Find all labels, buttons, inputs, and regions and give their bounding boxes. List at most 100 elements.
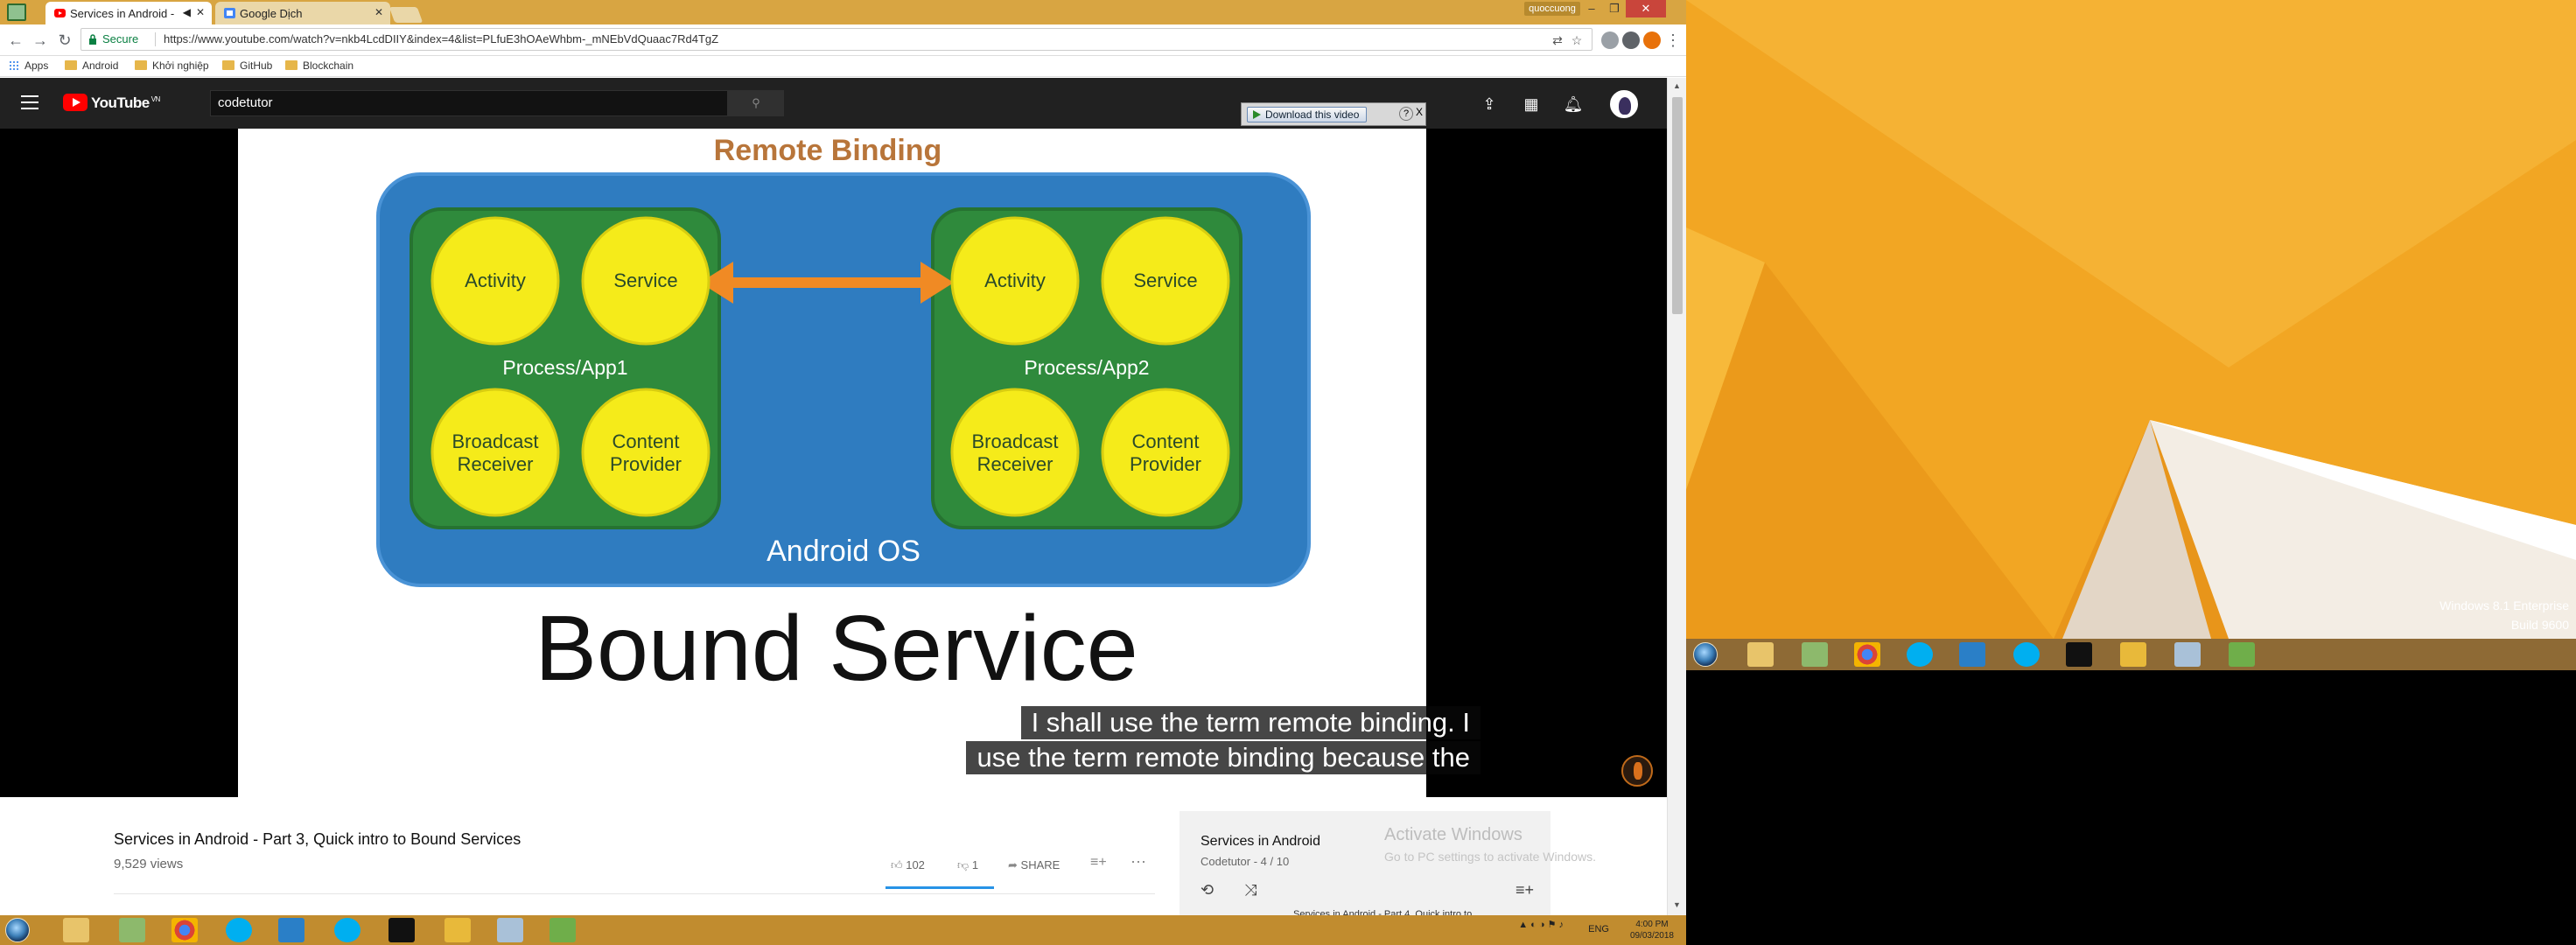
binding-arrow-right-head [920, 262, 954, 304]
extension-icon[interactable] [1622, 32, 1640, 49]
close-icon[interactable]: X [1416, 106, 1424, 118]
scroll-up-icon[interactable]: ▲ [1673, 81, 1681, 90]
bookmark-blockchain[interactable]: Blockchain [285, 60, 354, 72]
browser-toolbar: ← → ↻ Secure https://www.youtube.com/wat… [0, 24, 1686, 56]
android-device-icon[interactable] [550, 918, 576, 942]
search-button[interactable]: ⚲ [728, 90, 784, 116]
windows-start-icon[interactable] [5, 918, 30, 942]
bookmark-khoi-nghiep[interactable]: Khởi nghiệp [135, 60, 209, 72]
user-badge[interactable]: quoccuong [1524, 2, 1580, 16]
caption-line-2: use the term remote binding because the [966, 741, 1480, 774]
video-player[interactable]: Remote Binding [0, 129, 1667, 797]
close-icon[interactable]: ✕ [374, 6, 383, 18]
secure-label: Secure [102, 32, 139, 46]
browser-menu-icon[interactable]: ⋮ [1665, 32, 1681, 49]
help-icon[interactable]: ? [1399, 107, 1413, 121]
upload-icon[interactable]: ⇪ [1482, 95, 1496, 113]
slide-big-title: Bound Service [535, 597, 1138, 700]
page-scrollbar[interactable]: ▲ ▼ [1667, 78, 1686, 915]
user-app-icon[interactable] [444, 918, 471, 942]
language-indicator[interactable]: ENG [1588, 924, 1609, 934]
playlist-title[interactable]: Services in Android [1200, 834, 1320, 849]
address-bar[interactable]: Secure https://www.youtube.com/watch?v=n… [80, 28, 1592, 51]
bookmark-github[interactable]: GitHub [222, 60, 272, 72]
url-text[interactable]: https://www.youtube.com/watch?v=nkb4LcdD… [164, 32, 719, 46]
process-app1-label: Process/App1 [502, 356, 627, 379]
bookmarks-bar: Apps Android Khởi nghiệp GitHub Blockcha… [0, 56, 1686, 77]
extension-icon[interactable] [1643, 32, 1661, 49]
skype-icon[interactable] [334, 918, 360, 942]
search-input[interactable]: codetutor [210, 90, 728, 116]
vscode-icon[interactable] [278, 918, 304, 942]
forward-icon[interactable]: → [32, 32, 48, 49]
reload-icon[interactable]: ↻ [58, 32, 72, 49]
extension-icon[interactable] [1601, 32, 1619, 49]
playlist-subtitle: Codetutor - 4 / 10 [1200, 855, 1290, 868]
bookmark-android[interactable]: Android [65, 60, 118, 72]
chrome-icon[interactable] [1854, 642, 1880, 667]
translate-icon[interactable]: ⇄ [1552, 33, 1563, 47]
user-app-icon[interactable] [2120, 642, 2146, 667]
shuffle-icon[interactable]: ⤨ [1244, 881, 1257, 899]
terminal-icon[interactable] [388, 918, 415, 942]
youtube-logo-icon[interactable] [63, 94, 88, 111]
apps-grid-icon[interactable]: ▦ [1523, 95, 1539, 113]
broadcast-receiver-circle [950, 388, 1080, 517]
download-video-button[interactable]: Download this video [1247, 107, 1368, 122]
file-explorer-icon[interactable] [63, 918, 89, 942]
content-label: Content [1131, 430, 1199, 452]
terminal-icon[interactable] [2066, 642, 2092, 667]
android-device-icon[interactable] [2229, 642, 2255, 667]
bookmark-apps[interactable]: Apps [9, 60, 48, 72]
hamburger-icon[interactable] [21, 95, 38, 109]
star-icon[interactable]: ☆ [1571, 33, 1583, 47]
notepad-plus-icon[interactable] [119, 918, 145, 942]
video-frame[interactable]: Remote Binding [238, 129, 1426, 797]
new-tab-button[interactable] [388, 7, 424, 23]
android-os-label: Android OS [766, 535, 920, 568]
chrome-icon[interactable] [172, 918, 198, 942]
add-to-playlist-icon[interactable]: ≡+ [1090, 855, 1107, 870]
skype-icon[interactable] [1907, 642, 1933, 667]
close-icon[interactable]: ✕ [195, 6, 205, 18]
video-title: Services in Android - Part 3, Quick intr… [114, 830, 522, 848]
scrollbar-thumb[interactable] [1672, 97, 1683, 314]
dislike-button[interactable]: 👎︎ 1 [957, 858, 979, 872]
paint-icon[interactable] [2174, 642, 2201, 667]
more-icon[interactable]: ⋯ [1130, 853, 1146, 871]
notepad-plus-icon[interactable] [1802, 642, 1828, 667]
windows-start-icon[interactable] [1693, 642, 1718, 667]
skype-icon[interactable] [2013, 642, 2040, 667]
channel-watermark-icon[interactable] [1621, 755, 1653, 787]
minimize-button[interactable]: – [1588, 2, 1595, 15]
skype-icon[interactable] [226, 918, 252, 942]
paint-icon[interactable] [497, 918, 523, 942]
tray-icons[interactable]: ▲ ◐ ◑ ⚑ ♪ [1518, 920, 1564, 930]
tab-label: Google Dịch [240, 7, 303, 20]
app-menu-icon[interactable] [7, 4, 26, 21]
content-provider-circle [581, 388, 710, 517]
like-button[interactable]: 👍︎ 102 [891, 858, 925, 872]
loop-icon[interactable]: ⟲ [1200, 881, 1214, 899]
back-icon[interactable]: ← [8, 32, 24, 49]
clock[interactable]: 4:00 PM 09/03/2018 [1629, 920, 1674, 941]
bell-icon[interactable]: 🔔︎ [1563, 95, 1584, 113]
speaker-icon[interactable]: ◀ [182, 6, 191, 18]
taskbar-main: ▲ ◐ ◑ ⚑ ♪ ENG 4:00 PM 09/03/2018 [0, 915, 1686, 945]
share-icon: ➦ [1008, 858, 1018, 872]
file-explorer-icon[interactable] [1747, 642, 1774, 667]
vscode-icon[interactable] [1959, 642, 1985, 667]
tab-youtube[interactable]: Services in Android - ◀ ✕ [46, 2, 212, 24]
tab-google-translate[interactable]: Google Dịch ✕ [215, 2, 390, 24]
window-close-button[interactable]: ✕ [1626, 0, 1666, 18]
share-button[interactable]: ➦ SHARE [1008, 858, 1060, 872]
maximize-button[interactable]: ❐ [1609, 2, 1620, 15]
folder-icon [222, 60, 234, 70]
region-code: VN [150, 95, 161, 104]
playlist-add-icon[interactable]: ≡+ [1516, 881, 1535, 899]
scroll-down-icon[interactable]: ▼ [1673, 900, 1681, 909]
view-count: 9,529 views [114, 857, 184, 872]
avatar[interactable] [1610, 90, 1638, 118]
tab-label: Services in Android - [70, 7, 175, 20]
